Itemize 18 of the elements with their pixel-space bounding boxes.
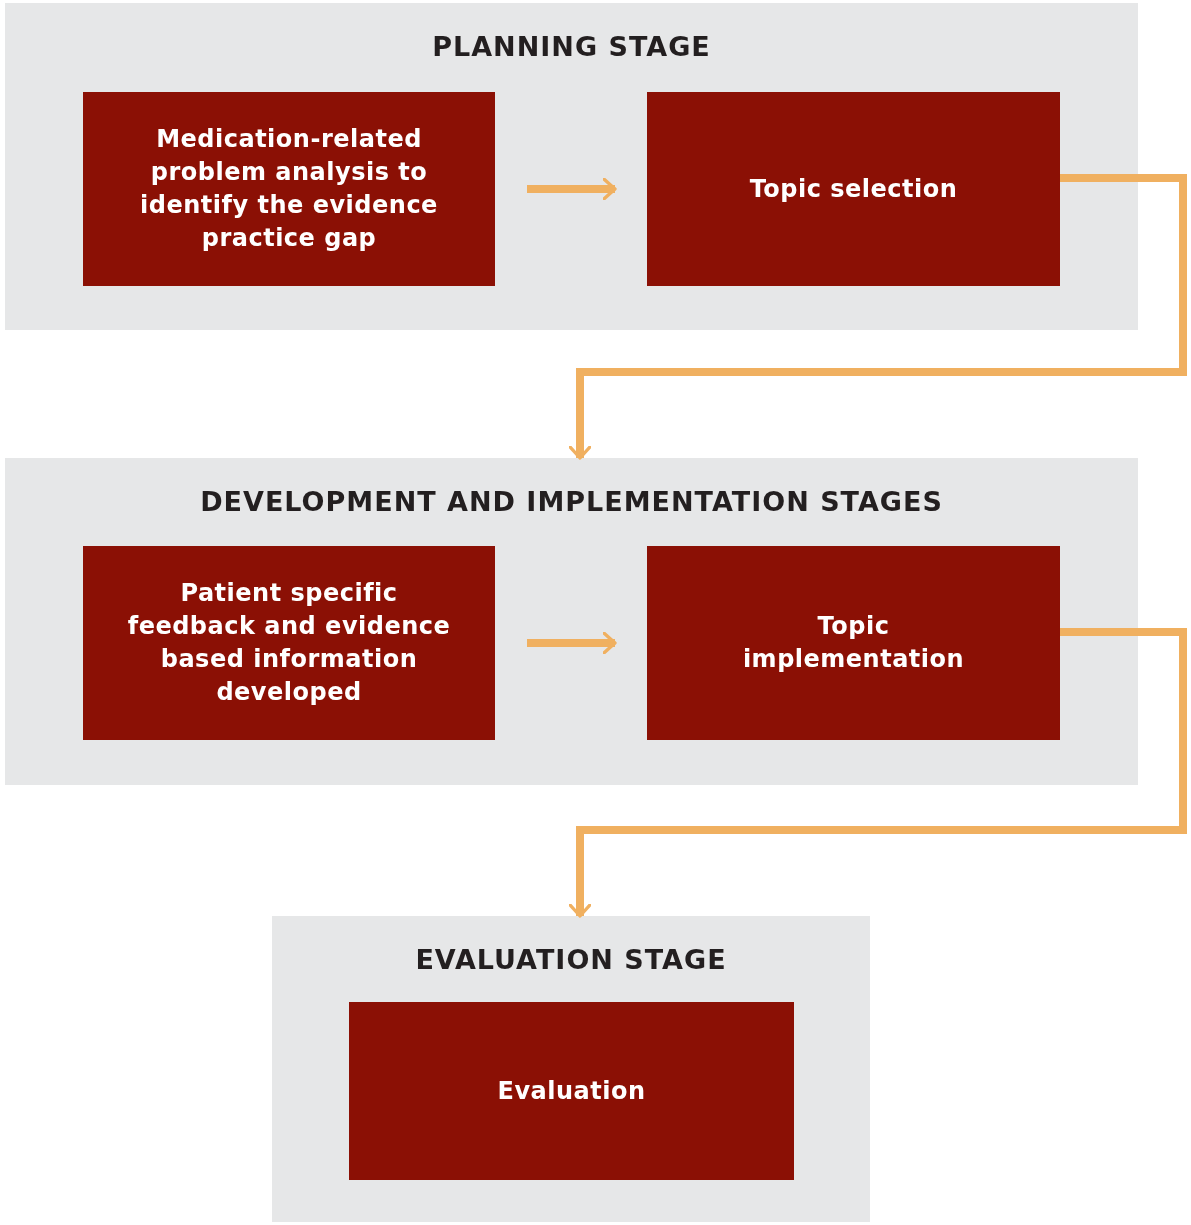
arrow: [568, 628, 1187, 918]
stage-heading: EVALUATION STAGE: [414, 944, 728, 975]
box-label: Medication-related problem analysis to identify the evidence practice gap: [139, 124, 439, 254]
box-label: Patient specific feedback and evidence based information developed: [126, 578, 452, 708]
box-label: Topic implementation: [742, 611, 965, 675]
stage-heading: DEVELOPMENT AND IMPLEMENTATION STAGES: [199, 486, 944, 517]
stage-panel: [5, 3, 1138, 330]
stage-panel: [272, 916, 870, 1222]
process-box: [647, 92, 1060, 286]
stage-heading: PLANNING STAGE: [431, 31, 712, 62]
arrow: [568, 174, 1187, 460]
process-box: [83, 546, 495, 740]
process-box: [647, 546, 1060, 740]
process-box: [349, 1002, 794, 1180]
box-label: Evaluation: [497, 1075, 646, 1107]
process-box: [83, 92, 495, 286]
box-label: Topic selection: [749, 173, 958, 205]
stage-panel: [5, 458, 1138, 785]
